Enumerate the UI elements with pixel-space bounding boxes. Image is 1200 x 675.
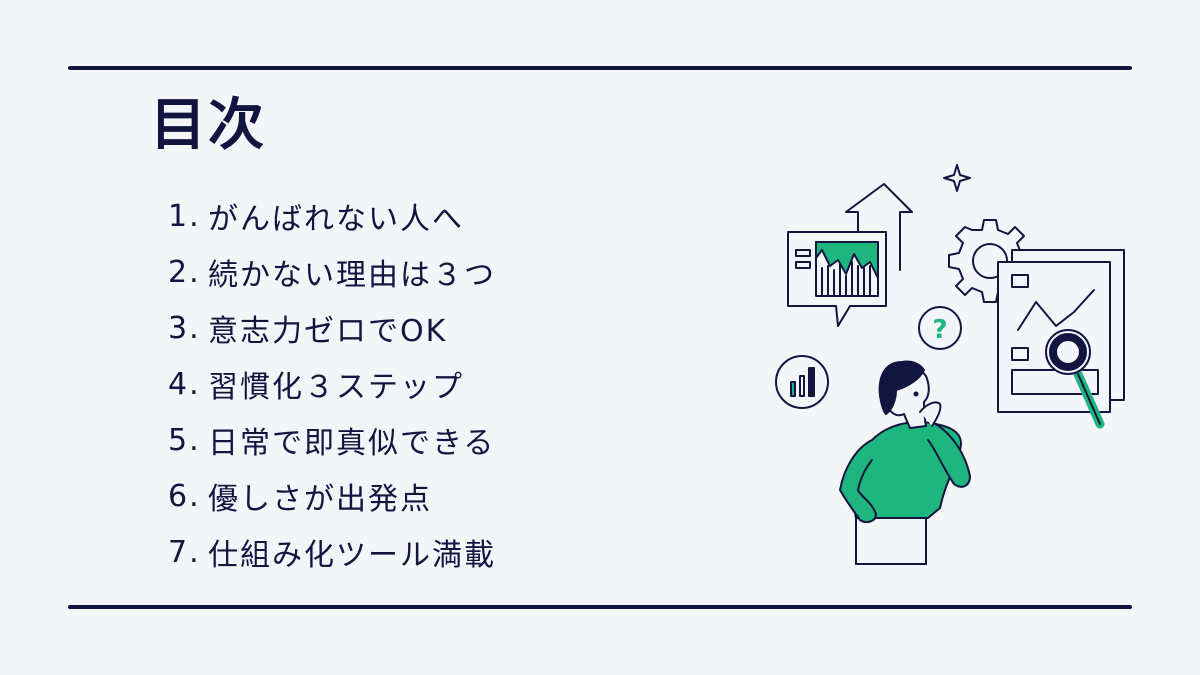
- page-title: 目次: [150, 93, 266, 158]
- toc-item-label: 続かない理由は３つ: [208, 258, 496, 293]
- toc-item-label: 日常で即真似できる: [208, 426, 496, 461]
- thinking-person: [839, 360, 971, 565]
- toc-item-label: 優しさが出発点: [208, 482, 432, 517]
- top-divider: [68, 66, 1132, 70]
- question-mark-icon: ?: [932, 315, 947, 345]
- toc-item-4: 4.習慣化３ステップ: [168, 356, 496, 412]
- toc-item-3: 3.意志力ゼロでOK: [168, 300, 496, 356]
- toc-item-2: 2.続かない理由は３つ: [168, 244, 496, 300]
- bottom-divider: [68, 605, 1132, 609]
- magnifier-icon: [1045, 329, 1105, 429]
- toc-item-number: 3.: [168, 310, 201, 346]
- up-arrow-icon: [845, 183, 913, 274]
- sparkle-icon: [943, 164, 971, 192]
- toc-item-number: 5.: [168, 422, 201, 458]
- toc-item-number: 6.: [168, 478, 201, 514]
- toc-item-6: 6.優しさが出発点: [168, 468, 496, 524]
- toc-item-label: 仕組み化ツール満載: [208, 538, 496, 573]
- toc-item-label: 習慣化３ステップ: [208, 370, 464, 405]
- chart-card: [787, 231, 887, 327]
- table-of-contents: 1.がんばれない人へ 2.続かない理由は３つ 3.意志力ゼロでOK 4.習慣化３…: [168, 188, 496, 580]
- question-bubble: [918, 306, 962, 350]
- toc-item-7: 7.仕組み化ツール満載: [168, 524, 496, 580]
- toc-item-1: 1.がんばれない人へ: [168, 188, 496, 244]
- toc-item-number: 1.: [168, 198, 201, 234]
- bar-chart-icon: [775, 355, 829, 409]
- toc-item-number: 7.: [168, 534, 201, 570]
- toc-item-label: 意志力ゼロでOK: [208, 314, 448, 349]
- toc-item-5: 5.日常で即真似できる: [168, 412, 496, 468]
- analysis-illustration: ?: [775, 164, 1125, 565]
- toc-item-label: がんばれない人へ: [208, 202, 464, 237]
- toc-item-number: 2.: [168, 254, 201, 290]
- toc-item-number: 4.: [168, 366, 201, 402]
